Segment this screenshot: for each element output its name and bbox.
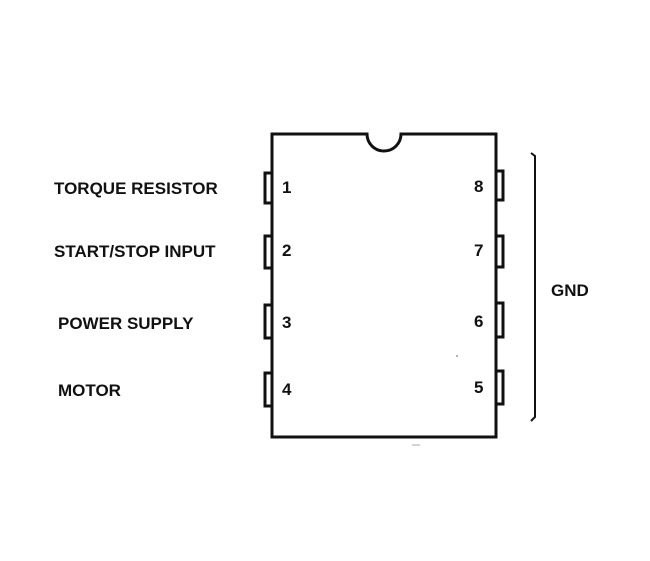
right-pin-6-tab bbox=[496, 301, 505, 339]
left-pin-2-tab bbox=[263, 234, 272, 270]
pin-3-number: 3 bbox=[282, 313, 291, 332]
gnd-bracket bbox=[530, 152, 536, 422]
ic-package-body bbox=[270, 132, 498, 439]
right-pin-8-tab bbox=[496, 169, 505, 202]
gnd-label: GND bbox=[551, 281, 589, 300]
pin-5-number: 5 bbox=[474, 378, 483, 397]
pin-7-number: 7 bbox=[474, 241, 483, 260]
right-pin-5-tab bbox=[496, 369, 505, 406]
pin-2-number: 2 bbox=[282, 241, 291, 260]
pin-6-number: 6 bbox=[474, 312, 483, 331]
pin-8-number: 8 bbox=[474, 177, 483, 196]
pin-4-number: 4 bbox=[282, 380, 292, 399]
right-pin-7-tab bbox=[496, 234, 505, 269]
pin-2-label: START/STOP INPUT bbox=[54, 242, 216, 261]
left-pin-3-tab bbox=[263, 303, 272, 340]
scan-speck bbox=[456, 355, 458, 357]
left-pin-4-tab bbox=[263, 371, 272, 408]
left-pin-1-tab bbox=[263, 171, 272, 205]
pin-1-label: TORQUE RESISTOR bbox=[54, 179, 218, 198]
pin-1-number: 1 bbox=[282, 178, 291, 197]
pin-3-label: POWER SUPPLY bbox=[58, 314, 194, 333]
pin-4-label: MOTOR bbox=[58, 381, 121, 400]
